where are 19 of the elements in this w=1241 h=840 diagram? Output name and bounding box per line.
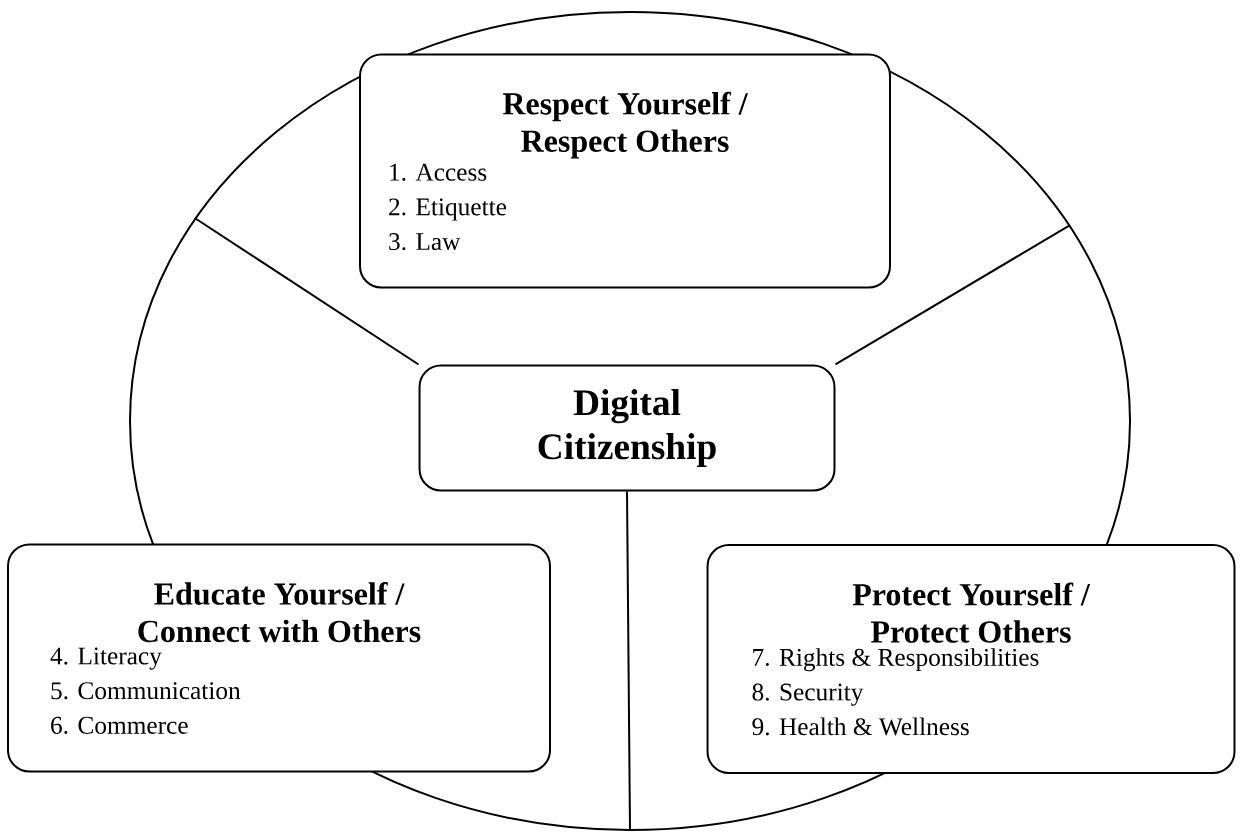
center-box <box>418 364 836 492</box>
list-item: 1. Access <box>390 163 487 181</box>
box-heading: Educate Yourself / Connect with Others <box>138 582 421 643</box>
list-item: 8. Security <box>752 683 864 706</box>
list-item: 9. Health & Wellness <box>752 717 969 736</box>
list-item: 4. Literacy <box>50 647 162 670</box>
divider-line <box>626 490 631 832</box>
box-heading: Protect Yourself / Protect Others <box>852 582 1091 643</box>
category-box <box>7 543 551 773</box>
list-item: 3. Law <box>389 233 461 251</box>
list-item: 6. Commerce <box>51 716 188 734</box>
list-item: 5. Communication <box>51 682 241 700</box>
divider-line <box>193 217 420 366</box>
list-item: 2. Etiquette <box>389 198 507 221</box>
divider-line <box>834 224 1072 366</box>
list-item: 7. Rights & Responsibilities <box>753 648 1039 672</box>
box-heading: Digital Citizenship <box>538 389 716 467</box>
box-heading: Respect Yourself / Respect Others <box>502 91 748 159</box>
category-box <box>706 544 1236 774</box>
